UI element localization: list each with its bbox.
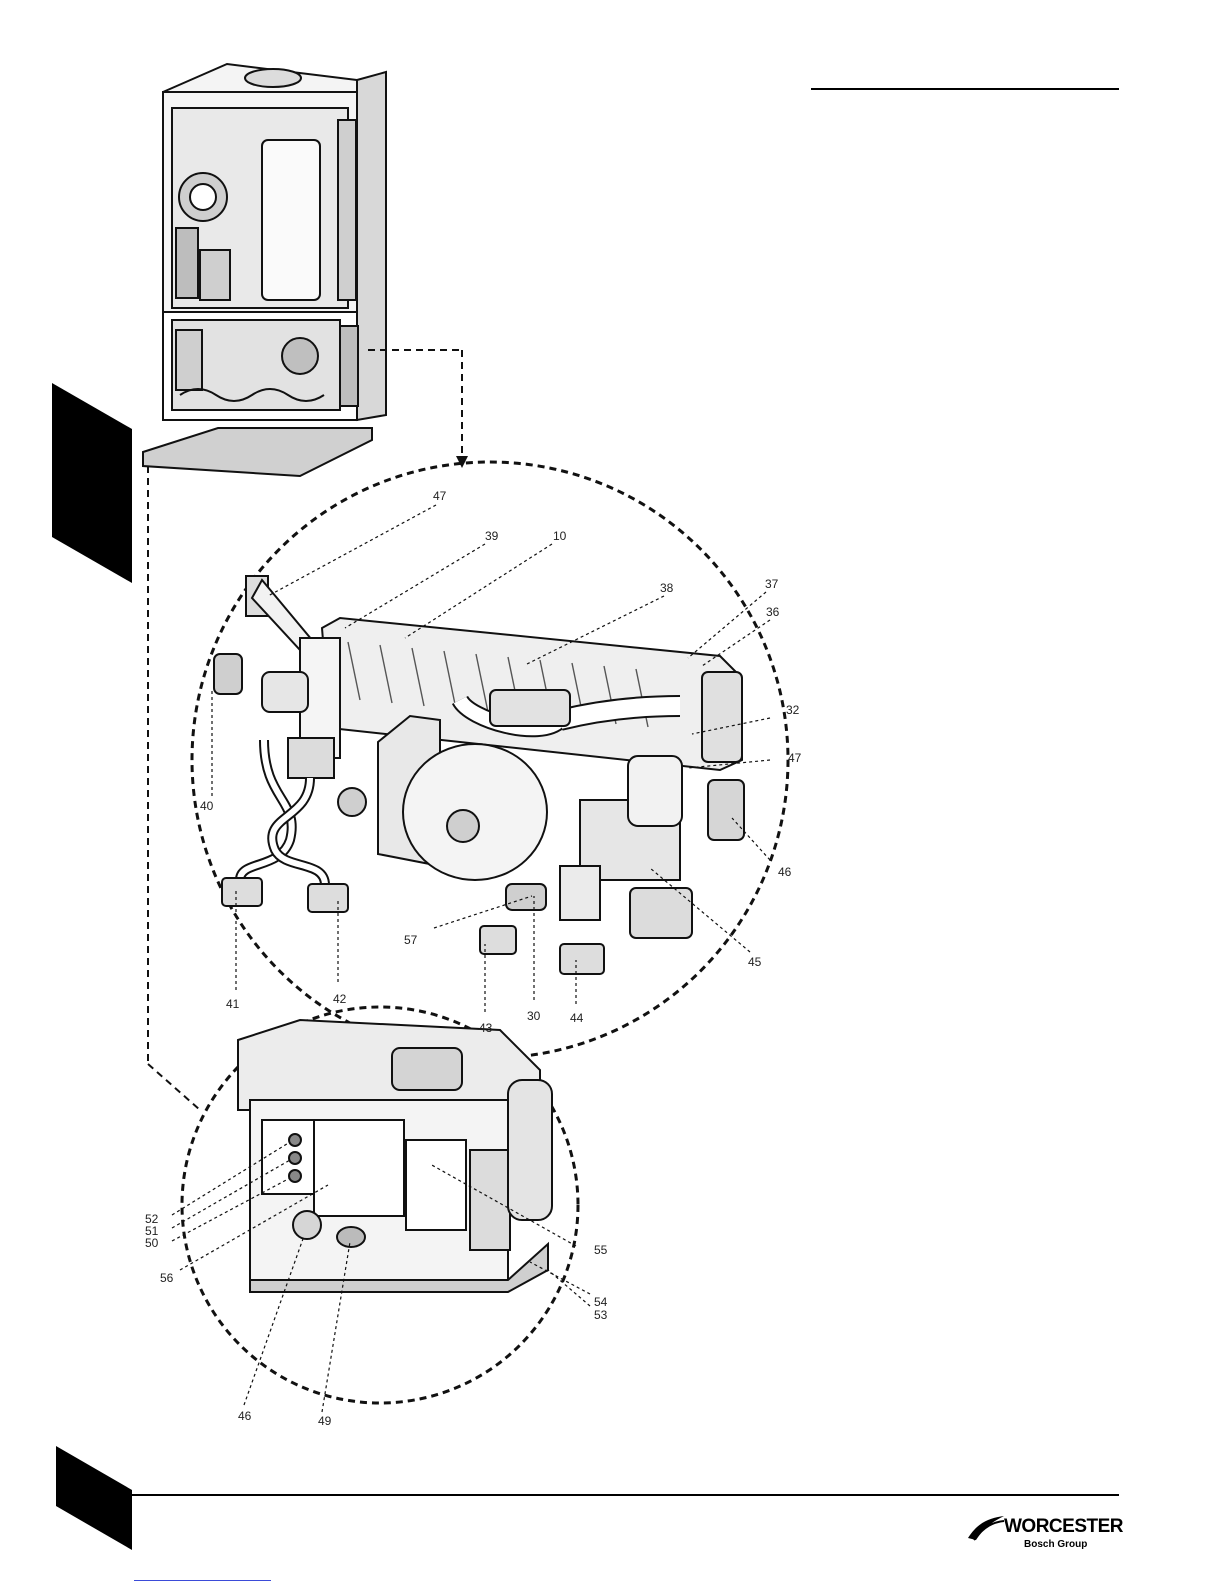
callout-43: 43 [479, 1021, 493, 1035]
brand-name: WORCESTER [1004, 1516, 1123, 1538]
callout-47a: 47 [433, 489, 447, 503]
callout-50: 50 [145, 1236, 159, 1250]
link-underline [134, 1580, 271, 1581]
callout-39: 39 [485, 529, 499, 543]
callout-49: 49 [318, 1414, 332, 1428]
callout-57: 57 [404, 933, 418, 947]
callout-53: 53 [594, 1308, 608, 1322]
callout-45: 45 [748, 955, 762, 969]
callout-30: 30 [527, 1009, 541, 1023]
callout-46b: 46 [238, 1409, 252, 1423]
callout-47b: 47 [788, 751, 802, 765]
callout-54: 54 [594, 1295, 608, 1309]
brand-logo: WORCESTER Bosch Group [966, 1512, 1126, 1558]
page-corner-tab [56, 1446, 132, 1550]
brand-subtitle: Bosch Group [1024, 1539, 1087, 1550]
callout-41: 41 [226, 997, 240, 1011]
footer-rule [131, 1494, 1119, 1496]
callout-44: 44 [570, 1011, 584, 1025]
callout-36: 36 [766, 605, 780, 619]
callout-32: 32 [786, 703, 800, 717]
hydraulic-assembly-drawing [214, 576, 744, 974]
control-panel-drawing [238, 1020, 552, 1292]
flame-swoosh-icon [966, 1512, 1006, 1542]
callout-38: 38 [660, 581, 674, 595]
callout-55: 55 [594, 1243, 608, 1257]
connector-arrow [456, 456, 468, 468]
boiler-overview-drawing [143, 64, 386, 476]
callout-40: 40 [200, 799, 214, 813]
callout-46a: 46 [778, 865, 792, 879]
callout-42: 42 [333, 992, 347, 1006]
callout-10: 10 [553, 529, 567, 543]
callout-37: 37 [765, 577, 779, 591]
callout-56: 56 [160, 1271, 174, 1285]
